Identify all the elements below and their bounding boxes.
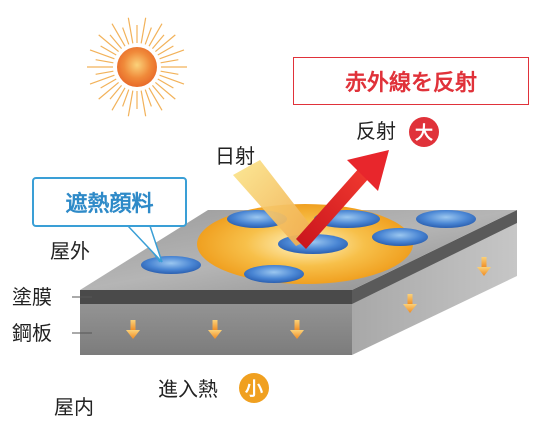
heat-shield-pigment-box: 遮熱顔料 [32, 177, 187, 227]
sun-ray [111, 87, 126, 111]
sun-ray [148, 87, 163, 111]
reflect-infrared-box: 赤外線を反射 [293, 57, 529, 105]
sun-ray [89, 74, 115, 85]
sun-ray [151, 84, 165, 100]
sun-ray [160, 70, 179, 75]
sun-ray [159, 49, 185, 60]
sun-ray [148, 23, 163, 47]
sun-ray [144, 89, 152, 107]
slab-side-face [352, 210, 517, 355]
steel-plate-label: 鋼板 [12, 321, 52, 345]
down-arrow-icon [403, 294, 417, 313]
reflection-label: 反射 [356, 119, 396, 143]
small-badge: 小 [239, 373, 269, 403]
reflection-arrow [296, 150, 389, 249]
sun-ray [151, 34, 165, 50]
sun-ray [157, 78, 174, 89]
sun-ray [109, 84, 123, 100]
sunlight-label: 日射 [215, 144, 255, 168]
sun-ray [100, 78, 117, 89]
coating-label: 塗膜 [12, 285, 52, 309]
sun-ray [111, 23, 126, 47]
pigment-particle [416, 210, 476, 228]
down-arrow-icon [477, 257, 491, 276]
sun-ray [140, 17, 147, 44]
sun-ray [100, 45, 117, 56]
down-arrow-icon [126, 320, 140, 339]
heat-in-arrows [126, 257, 491, 339]
coating-layer-front [80, 290, 352, 304]
sun-ray [127, 17, 134, 44]
down-arrow-icon [208, 320, 222, 339]
sun-ray [144, 27, 152, 45]
sun-ray [122, 27, 130, 45]
large-badge: 大 [409, 117, 439, 147]
sunlight-beam [233, 160, 318, 246]
sun-ray [95, 70, 114, 75]
pigment-particle [372, 228, 428, 246]
coating-layer-side [352, 210, 517, 304]
pigment-particle [244, 265, 304, 283]
sun-ray [159, 74, 185, 85]
sun-ray [98, 34, 120, 53]
sun-ray [154, 34, 176, 53]
outdoor-label: 屋外 [50, 239, 90, 263]
pigment-particle [141, 256, 201, 274]
heat-in-label: 進入熱 [158, 377, 218, 401]
sun-ray [140, 90, 147, 117]
sun-ray [98, 81, 120, 100]
indoor-label: 屋内 [54, 395, 94, 419]
sun-ray [89, 49, 115, 60]
sun-ray [157, 45, 174, 56]
sun-icon [87, 17, 187, 117]
sun-ray [154, 81, 176, 100]
sun-ray [122, 89, 130, 107]
sun-ray [95, 59, 114, 64]
sun-ray [127, 90, 134, 117]
sun-ray [160, 59, 179, 64]
down-arrow-icon [290, 320, 304, 339]
sun-ray [109, 34, 123, 50]
